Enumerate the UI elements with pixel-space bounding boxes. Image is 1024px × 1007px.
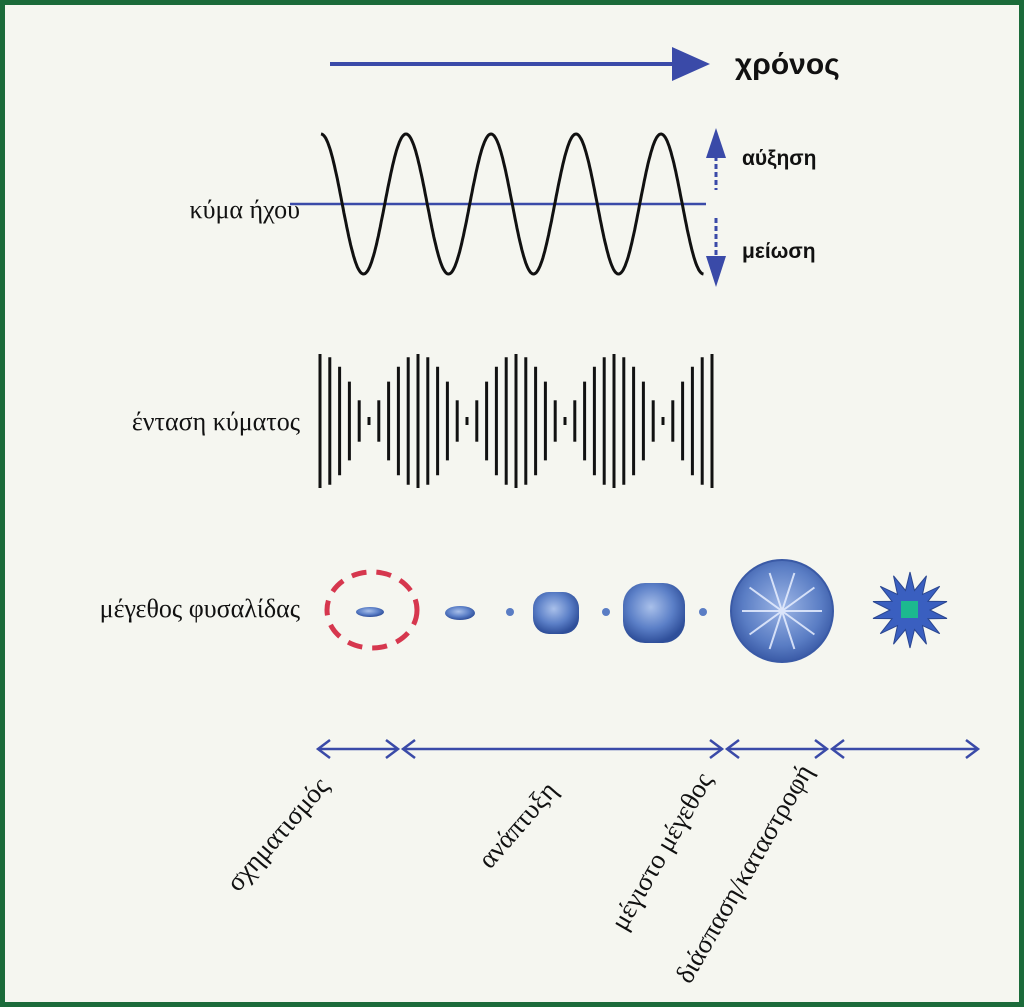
phase-arrows xyxy=(315,739,981,759)
amplitude-arrows xyxy=(706,128,726,287)
down-arrow-icon xyxy=(706,256,726,287)
decrease-label: μείωση xyxy=(742,240,816,263)
increase-label: αύξηση xyxy=(742,147,817,170)
wave-intensity-label: ένταση κύματος xyxy=(132,407,301,436)
phase-label-maximum-size: μέγιστο μέγεθος xyxy=(604,767,718,935)
bubble-large xyxy=(623,583,685,643)
phase-label-formation: σχηματισμός xyxy=(220,771,335,897)
time-arrow xyxy=(330,47,710,81)
formation-highlight-circle xyxy=(324,569,420,651)
bubble-size-label: μέγεθος φυσαλίδας xyxy=(100,594,301,623)
phase-label-growth: ανάπτυξη xyxy=(472,775,563,874)
sound-wave-label: κύμα ήχου xyxy=(190,195,300,224)
bubble-small xyxy=(445,606,475,620)
bubble-sequence xyxy=(324,559,948,663)
up-arrow-icon xyxy=(706,128,726,158)
sound-wave xyxy=(320,132,704,276)
bubble-medium xyxy=(533,592,579,634)
time-label: χρόνος xyxy=(735,48,840,81)
bubble-tiny xyxy=(356,607,384,617)
wave-intensity-bars xyxy=(318,354,714,488)
